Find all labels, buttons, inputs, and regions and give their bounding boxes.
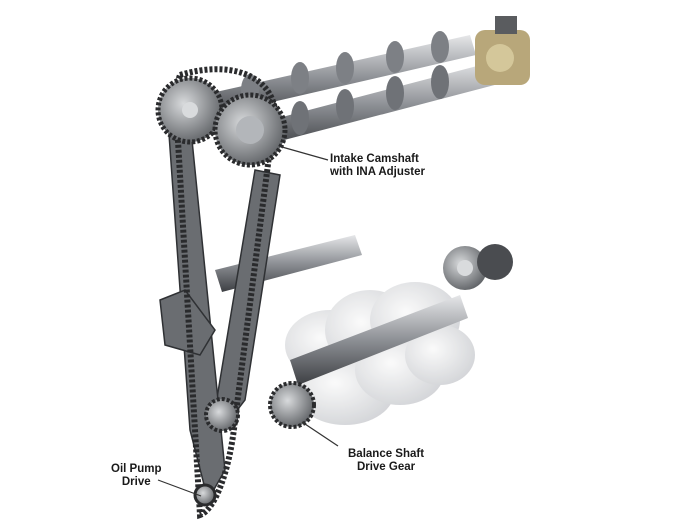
label-line: Balance Shaft [348, 448, 425, 460]
exhaust-sprocket [155, 75, 225, 145]
label-line: Oil Pump [111, 463, 162, 475]
label-line: Drive [121, 476, 151, 488]
intake-camshaft [240, 60, 506, 150]
label-intake-camshaft: Intake Camshaft with INA Adjuster [330, 153, 425, 179]
pulley [443, 244, 513, 290]
label-oil-pump-drive: Oil Pump Drive [111, 463, 161, 489]
leader-lines [157, 146, 339, 497]
high-pressure-pump [475, 16, 530, 85]
label-line: Intake Camshaft [330, 153, 419, 165]
crank-sprocket [204, 397, 240, 433]
label-line: with INA Adjuster [330, 166, 425, 178]
intake-adjuster-sprocket [212, 92, 288, 168]
label-line: Drive Gear [356, 461, 416, 473]
balance-shaft-gear [268, 381, 316, 429]
oil-pump-sprocket [193, 483, 217, 507]
label-balance-shaft-drive-gear: Balance Shaft Drive Gear [348, 448, 424, 474]
